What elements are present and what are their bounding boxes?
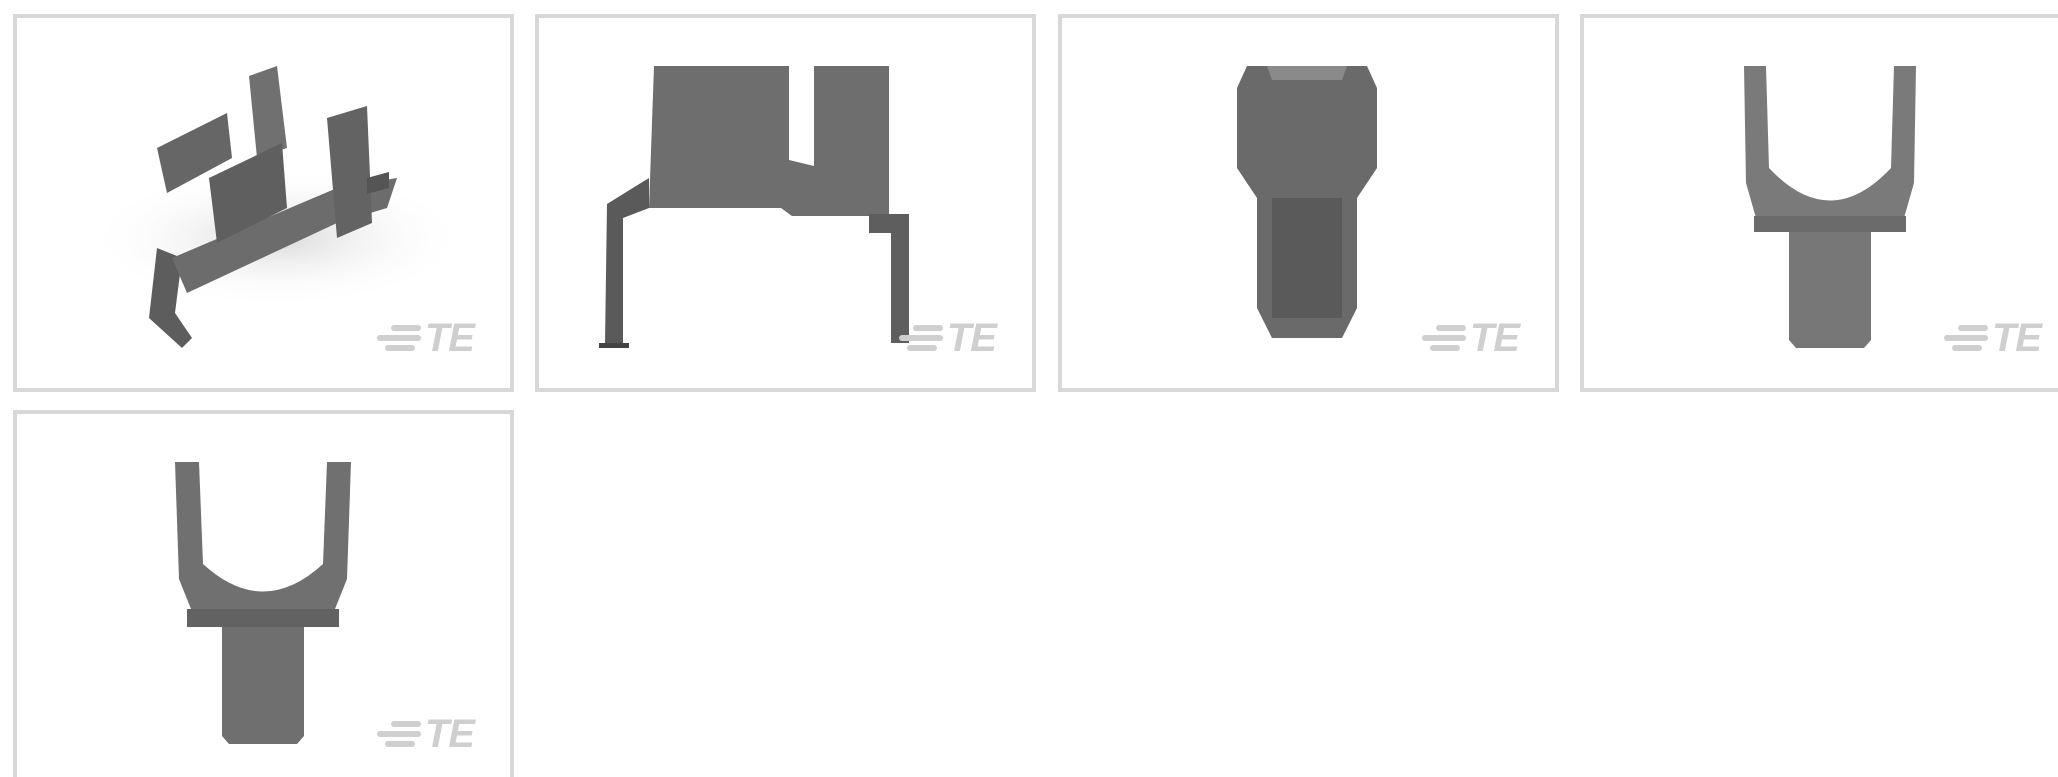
te-logo: TE — [376, 316, 475, 360]
te-logo: TE — [898, 316, 997, 360]
te-logo: TE — [376, 712, 475, 756]
terminal-back-image — [175, 462, 351, 744]
te-logo-bars-icon — [898, 323, 943, 353]
te-logo-text: TE — [1469, 315, 1520, 360]
terminal-side-image — [599, 66, 909, 348]
product-thumbnail-2[interactable]: TE — [535, 14, 1036, 392]
terminal-front-image — [1744, 66, 1916, 348]
product-thumbnail-5[interactable]: TE — [13, 410, 514, 777]
te-logo-bars-icon — [376, 719, 421, 749]
te-logo-text: TE — [946, 315, 997, 360]
te-logo-bars-icon — [1421, 323, 1466, 353]
product-thumbnail-3[interactable]: TE — [1058, 14, 1559, 392]
terminal-isometric-image — [87, 66, 467, 348]
te-logo-text: TE — [424, 711, 475, 756]
te-logo-text: TE — [1991, 315, 2042, 360]
terminal-top-image — [1237, 66, 1377, 338]
te-logo-text: TE — [424, 315, 475, 360]
te-logo: TE — [1421, 316, 1520, 360]
te-logo-bars-icon — [1943, 323, 1988, 353]
te-logo: TE — [1943, 316, 2042, 360]
product-thumbnail-1[interactable]: TE — [13, 14, 514, 392]
product-thumbnail-4[interactable]: TE — [1580, 14, 2058, 392]
te-logo-bars-icon — [376, 323, 421, 353]
